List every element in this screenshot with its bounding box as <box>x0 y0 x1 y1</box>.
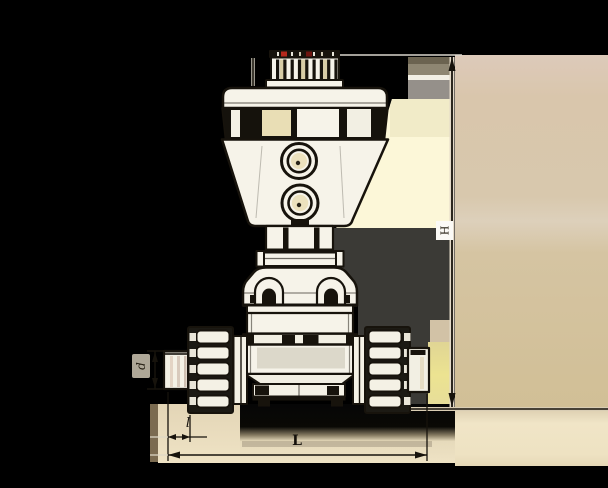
air-port-top <box>280 142 318 180</box>
tan-corner-patch <box>430 320 454 342</box>
pipe-stub-left <box>162 349 193 391</box>
dim-H-label: H <box>436 221 453 240</box>
dim-L-arrow-left <box>168 451 180 459</box>
bottom-black-left <box>0 463 455 488</box>
dim-d-label: d <box>132 354 150 378</box>
union-nut-right <box>364 326 411 414</box>
gray-smear <box>242 441 432 447</box>
dim-l-arrow-left <box>168 434 176 440</box>
actuator-body <box>220 138 390 228</box>
cap-ribs <box>276 59 338 80</box>
red-indicator-mark <box>281 51 287 57</box>
cap-base-bar <box>265 79 344 89</box>
dim-l-arrow-right <box>182 434 190 440</box>
bottom-black-right <box>455 466 608 488</box>
dark-red-mark <box>306 51 312 57</box>
window-right <box>347 109 371 137</box>
bonnet <box>241 266 359 307</box>
pipe-stub-right <box>406 346 431 394</box>
dim-L-arrow-right <box>415 451 427 459</box>
brown-edge-strip <box>150 404 158 462</box>
air-port-bottom <box>280 183 320 226</box>
actuator-window-band <box>221 107 389 141</box>
dim-l-label: l <box>185 415 191 431</box>
union-nut-left <box>187 326 234 414</box>
foot-right <box>331 400 343 407</box>
collar-left <box>232 335 248 405</box>
valve-body <box>242 304 358 407</box>
bolt-row <box>242 333 358 346</box>
actuator-cap <box>251 50 344 89</box>
dim-d-arrow-up <box>152 352 158 362</box>
window-cream <box>262 110 291 136</box>
body-base <box>252 396 346 401</box>
tan-panel-right <box>455 55 608 409</box>
actuator-shoulder <box>221 86 389 110</box>
dim-d-arrow-down <box>152 378 158 388</box>
cream-panel-right-bottom <box>455 409 608 466</box>
dim-L-label: L <box>292 433 302 449</box>
dim-H-arrow-up <box>448 57 456 71</box>
foot-left <box>258 400 270 407</box>
dim-H-arrow-down <box>448 393 456 407</box>
valve <box>162 50 431 414</box>
actuator-neck <box>255 224 345 268</box>
window-center <box>297 109 339 137</box>
